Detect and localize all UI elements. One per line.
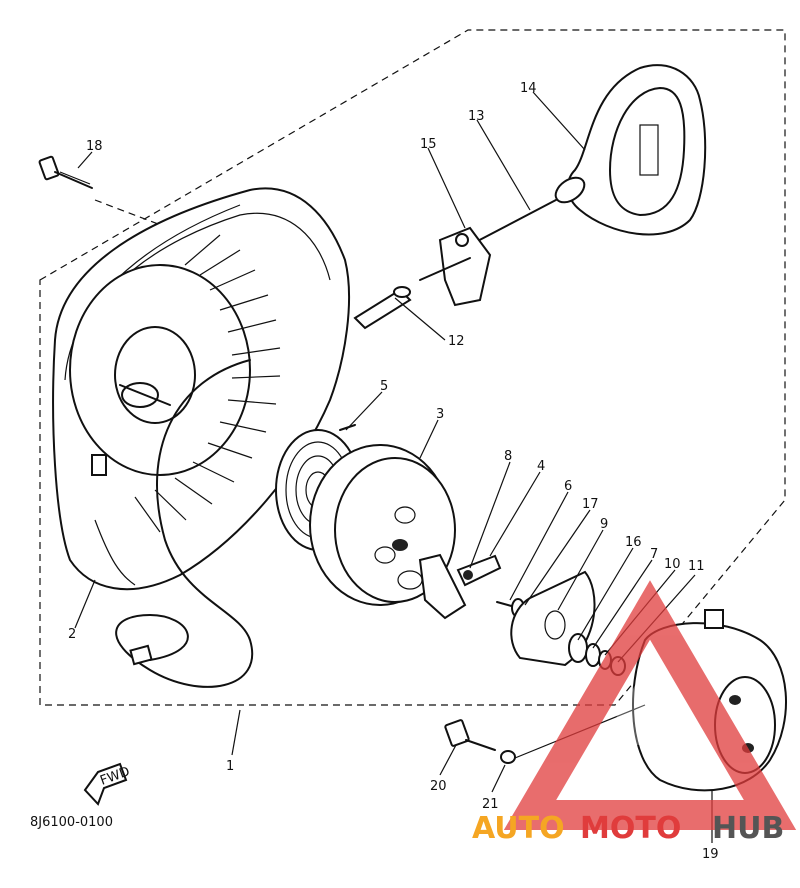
- callout-3: 3: [436, 407, 444, 422]
- callout-8: 8: [504, 449, 512, 464]
- callout-20: 20: [430, 779, 447, 794]
- callout-21: 21: [482, 797, 499, 812]
- watermark-hub: HUB: [712, 811, 784, 846]
- washer-21: [500, 750, 516, 764]
- watermark-logo: [503, 580, 797, 830]
- callout-4: 4: [537, 459, 545, 474]
- rope-guide-15: [419, 226, 492, 307]
- leader-dashed: [94, 199, 201, 241]
- watermark-moto: MOTO: [580, 811, 681, 846]
- callout-15: 15: [420, 137, 437, 152]
- callout-12: 12: [448, 334, 465, 349]
- callout-14: 14: [520, 81, 537, 96]
- watermark-auto: AUTO: [472, 811, 565, 846]
- fwd-label: FWD: [98, 764, 132, 788]
- fwd-arrow-icon: FWD: [83, 762, 132, 806]
- assembly-boundary: [39, 29, 786, 706]
- bolt-20: [444, 719, 496, 751]
- callout-10: 10: [664, 557, 681, 572]
- callout-5: 5: [380, 379, 388, 394]
- callout-19: 19: [702, 847, 719, 862]
- starter-rope: [115, 359, 254, 688]
- callout-17: 17: [582, 497, 599, 512]
- callout-2: 2: [68, 627, 76, 642]
- diagram-code: 8J6100-0100: [30, 815, 113, 830]
- fan-housing: [52, 187, 350, 591]
- pawl-4: [418, 553, 502, 620]
- callout-16: 16: [625, 535, 642, 550]
- handle-14: [554, 64, 707, 236]
- bolt-18: [38, 155, 93, 189]
- callout-18: 18: [86, 139, 103, 154]
- callout-13: 13: [468, 109, 485, 124]
- callout-9: 9: [600, 517, 608, 532]
- callout-1: 1: [226, 759, 234, 774]
- callout-7: 7: [650, 547, 658, 562]
- callout-11: 11: [688, 559, 705, 574]
- callout-6: 6: [564, 479, 572, 494]
- watermark-text: AUTO MOTO HUB: [472, 811, 784, 846]
- pin-12: [353, 286, 412, 330]
